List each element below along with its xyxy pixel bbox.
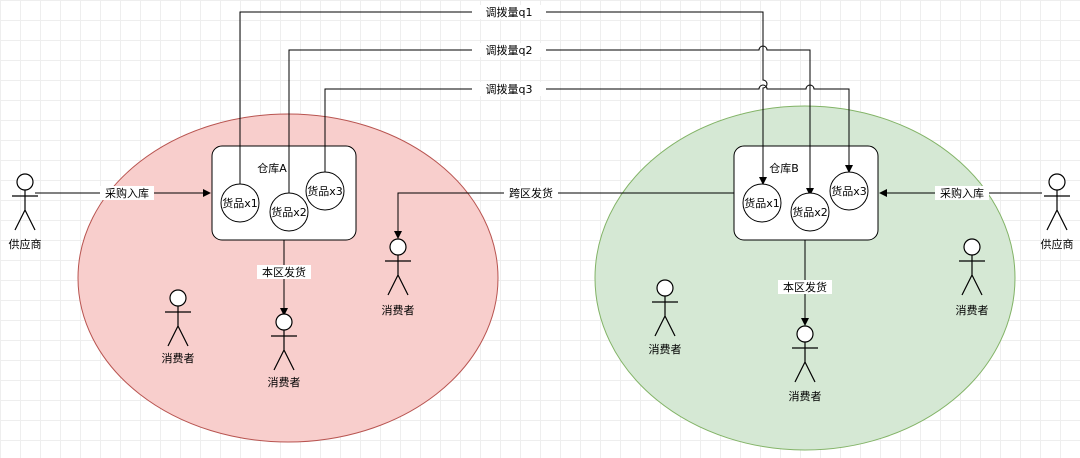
consumer-a2-icon bbox=[271, 313, 297, 371]
consumer-cross-icon bbox=[385, 238, 411, 296]
consumer-b1-icon bbox=[652, 279, 678, 337]
cross-ship-label: 跨区发货 bbox=[509, 186, 553, 200]
purchase-label-b: 采购入库 bbox=[940, 186, 984, 200]
local-ship-label-b: 本区发货 bbox=[783, 280, 827, 294]
purchase-label-a: 采购入库 bbox=[105, 186, 149, 200]
consumer-a1-icon bbox=[165, 289, 191, 347]
warehouse-b-item-x2-label: 货品x2 bbox=[792, 205, 828, 219]
consumer-b2-icon bbox=[792, 325, 818, 383]
warehouse-a-item-x3-label: 货品x3 bbox=[307, 184, 343, 198]
consumer-a2-label: 消费者 bbox=[268, 375, 301, 389]
supplier-left-label: 供应商 bbox=[9, 237, 42, 251]
transfer-label-q1: 调拨量q1 bbox=[486, 5, 533, 19]
consumer-b3-icon bbox=[959, 238, 985, 296]
warehouse-a-item-x1[interactable] bbox=[220, 183, 260, 223]
warehouse-a-item-x2[interactable] bbox=[269, 192, 309, 232]
warehouse-b-item-x3[interactable] bbox=[829, 171, 869, 211]
transfer-line-q3 bbox=[324, 84, 853, 173]
warehouse-b-item-x1[interactable] bbox=[742, 183, 782, 223]
consumer-b3-label: 消费者 bbox=[956, 303, 989, 317]
cross-ship-edge bbox=[394, 192, 734, 239]
warehouse-a-item-x2-label: 货品x2 bbox=[271, 205, 307, 219]
warehouse-b-item-x1-label: 货品x1 bbox=[744, 196, 780, 210]
transfer-label-q3: 调拨量q3 bbox=[486, 82, 533, 96]
consumer-b2-label: 消费者 bbox=[789, 389, 822, 403]
local-ship-label-a: 本区发货 bbox=[262, 265, 306, 279]
warehouse-a-item-x1-label: 货品x1 bbox=[222, 196, 258, 210]
warehouse-b-item-x2[interactable] bbox=[790, 192, 830, 232]
transfer-line-q1 bbox=[239, 11, 768, 185]
consumer-cross-label: 消费者 bbox=[382, 303, 415, 317]
consumer-a1-label: 消费者 bbox=[162, 351, 195, 365]
warehouse-a-title: 仓库A bbox=[257, 161, 287, 175]
consumer-b1-label: 消费者 bbox=[649, 342, 682, 356]
transfer-line-q2 bbox=[288, 45, 814, 196]
warehouse-b-item-x3-label: 货品x3 bbox=[831, 184, 867, 198]
warehouse-b-title: 仓库B bbox=[769, 161, 799, 175]
warehouse-a-item-x3[interactable] bbox=[305, 171, 345, 211]
supplier-right-icon bbox=[1044, 173, 1070, 231]
supplier-right-label: 供应商 bbox=[1041, 237, 1074, 251]
transfer-label-q2: 调拨量q2 bbox=[486, 43, 533, 57]
supplier-left-icon bbox=[12, 173, 38, 231]
